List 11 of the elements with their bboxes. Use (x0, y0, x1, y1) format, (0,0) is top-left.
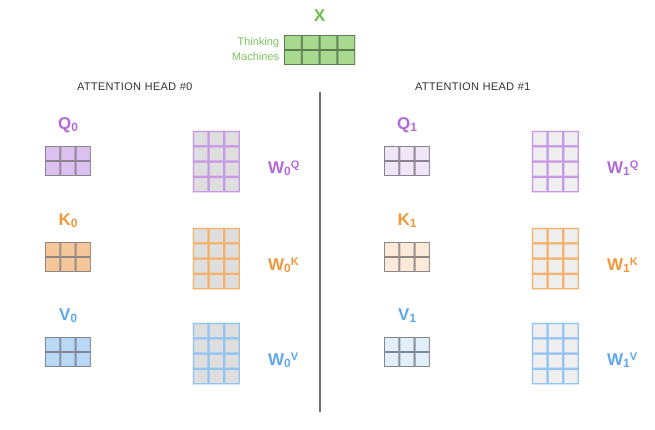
row-label: Thinking (236, 35, 279, 50)
matrix-label: K$_{1}$ (396, 210, 418, 232)
matrix-label: Q$_{0}$ (57, 114, 79, 136)
section-heading: ATTENTION HEAD #0 (77, 81, 193, 93)
matrix-label: Q$_{1}$ (396, 114, 418, 136)
matrix-label: X (312, 6, 326, 26)
matrix-label: V$_{1}$ (396, 305, 418, 327)
section-heading: ATTENTION HEAD #1 (415, 81, 531, 93)
matrix-label: K$_{0}$ (58, 210, 78, 232)
matrix-label: V$_{0}$ (58, 305, 78, 327)
row-label: Machines (230, 50, 279, 65)
